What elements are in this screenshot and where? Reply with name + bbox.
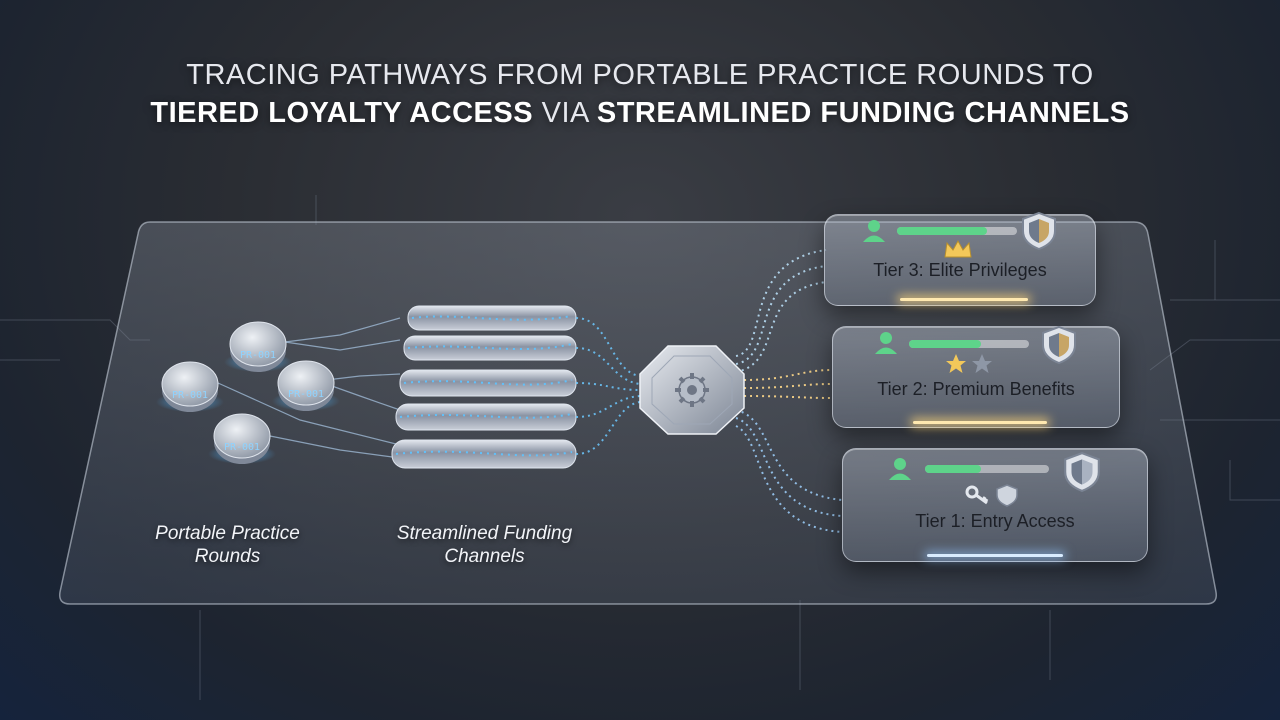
central-hub <box>640 346 744 434</box>
shield-icon <box>1039 325 1079 365</box>
user-icon <box>873 331 899 355</box>
user-icon <box>887 457 913 481</box>
gear-icon <box>675 373 709 407</box>
tier-2-title: Tier 2: Premium Benefits <box>833 379 1119 400</box>
key-shield-icon <box>965 483 1021 507</box>
user-icon <box>861 219 887 243</box>
tube-1 <box>408 306 576 330</box>
tier-3-glow-bar <box>900 298 1028 301</box>
tube-2 <box>404 336 576 360</box>
label-streamlined-funding-channels: Streamlined Funding Channels <box>372 522 597 568</box>
tube-5 <box>392 440 576 468</box>
crown-icon <box>943 239 973 259</box>
tier-2-progress-track <box>909 340 1029 348</box>
tier-3-title: Tier 3: Elite Privileges <box>825 260 1095 281</box>
tier-1-progress-fill <box>925 465 981 473</box>
tier-2-progress-fill <box>909 340 981 348</box>
coin-3-label: PR-001 <box>288 389 324 400</box>
tier-1-progress-track <box>925 465 1049 473</box>
coin-4-label: PR-001 <box>224 442 260 453</box>
funding-channel-tubes <box>392 306 576 468</box>
two-stars-icon <box>945 353 997 375</box>
tube-4 <box>396 404 576 430</box>
tier-1-title: Tier 1: Entry Access <box>843 511 1147 532</box>
tier-3-progress-fill <box>897 227 987 235</box>
tier-1-glow-bar <box>927 554 1063 557</box>
shield-icon <box>1019 211 1059 251</box>
tier-2-glow-bar <box>913 421 1047 424</box>
tier-card-1[interactable]: Tier 1: Entry Access <box>842 448 1148 562</box>
coin-1-label: PR-001 <box>240 350 276 361</box>
tier-3-progress-track <box>897 227 1017 235</box>
label-portable-practice-rounds: Portable Practice Rounds <box>130 522 325 568</box>
coin-2-label: PR-001 <box>172 390 208 401</box>
shield-icon <box>1061 451 1103 493</box>
tier-card-3[interactable]: Tier 3: Elite Privileges <box>824 214 1096 306</box>
tier-card-2[interactable]: Tier 2: Premium Benefits <box>832 326 1120 428</box>
